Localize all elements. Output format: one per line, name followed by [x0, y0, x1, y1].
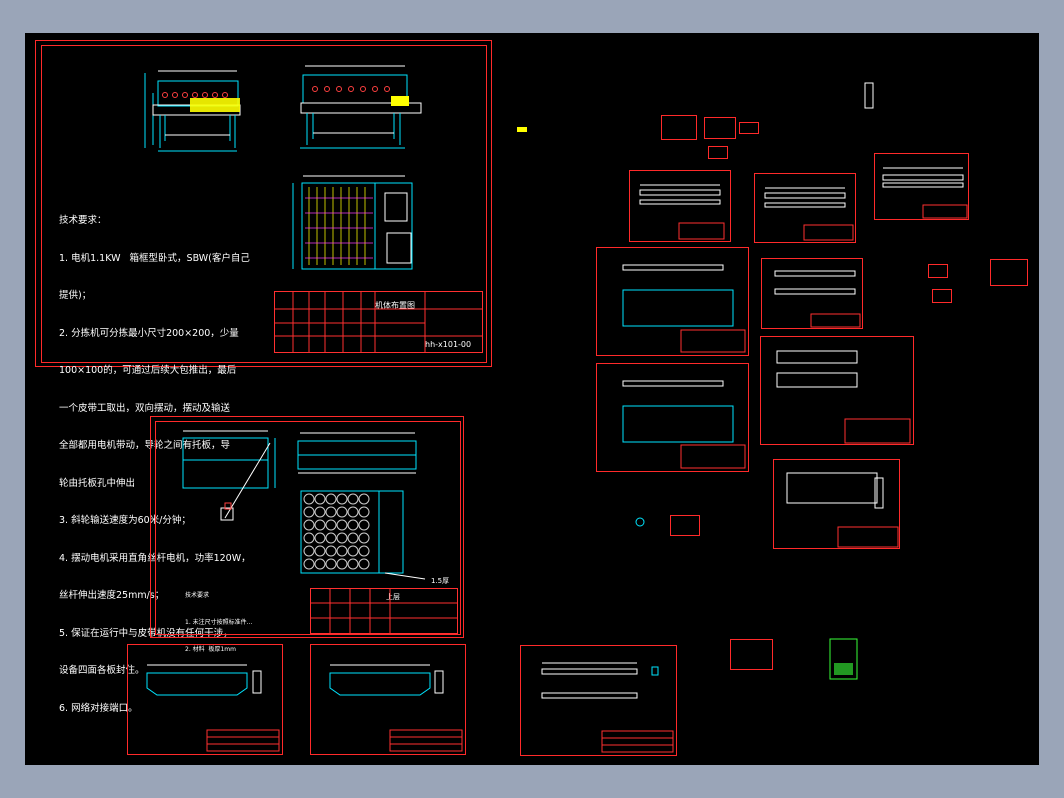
part-sheet-r4[interactable] [596, 247, 749, 356]
plan-view-rollers [308, 187, 366, 265]
detail-thumb-9[interactable] [730, 639, 773, 670]
green-detail [829, 638, 858, 680]
detail-thumb-6[interactable] [990, 259, 1028, 286]
part-sheet-r8[interactable] [773, 459, 900, 549]
title-block-name: 机体布置图 [375, 301, 415, 310]
bottom-part-1 [146, 664, 262, 696]
part-sheet-r2[interactable] [754, 173, 856, 243]
part-sheet-r7[interactable] [760, 336, 914, 445]
side-view [300, 65, 422, 149]
note-line: 1. 电机1.1KW 箱框型卧式，SBW(客户自己 [59, 252, 250, 264]
bottom-part-2 [329, 664, 444, 696]
front-view-motor [190, 98, 240, 112]
note-line: 全部都用电机带动，导轮之间有托板，导 [59, 440, 231, 451]
note-line: 一个皮带工取出，双向摆动，摆动及输送 [59, 402, 231, 414]
note-line: 设备四面各板封住。 [59, 665, 145, 676]
title-block-code: hh-x101-00 [425, 340, 472, 349]
detail-thumb-2[interactable] [704, 117, 736, 139]
detail-thumb-8[interactable] [670, 515, 700, 536]
note-line: 技术要求： [59, 215, 107, 226]
part-sheet-r1[interactable] [629, 170, 731, 242]
upper-callout: 1.5厚 [431, 577, 450, 585]
part-sheet-bottom-1[interactable] [127, 644, 283, 755]
detail-thumb-5[interactable] [928, 264, 948, 278]
upper-note-heading: 技术要求 [185, 592, 210, 599]
note-line: 5. 保证在运行中与皮带机没有任何干涉， [59, 627, 233, 639]
main-assembly-sheet[interactable] [35, 40, 492, 367]
upper-title-label: 上层 [386, 593, 400, 601]
note-line: 3. 斜轮输送速度为60米/分钟； [59, 515, 191, 526]
upper-note-line: 1. 未注尺寸按照标准件... [185, 619, 253, 626]
note-line: 6. 网络对接端口。 [59, 702, 138, 714]
upper-plan-holes [303, 493, 370, 570]
part-sheet-bottom-3[interactable] [520, 645, 677, 756]
plan-view [292, 175, 413, 270]
upper-plan-view [300, 490, 404, 574]
note-line: 提供)； [59, 290, 92, 301]
upper-title-block: 上层 [310, 588, 458, 634]
note-line: 丝杆伸出速度25mm/s； [59, 590, 165, 601]
detail-thumb-7[interactable] [932, 289, 952, 303]
side-view-motor [391, 96, 409, 106]
note-line: 100×100的，可通过后续大包推出，最后 [59, 365, 237, 376]
note-line: 轮由托板孔中伸出 [59, 477, 136, 489]
upper-front-view [182, 430, 276, 489]
detail-thumb-1[interactable] [661, 115, 697, 140]
upper-notes: 技术要求 1. 未注尺寸按照标准件... 2. 材料 板厚1mm [185, 573, 252, 672]
part-sheet-r5[interactable] [761, 258, 863, 329]
note-line: 2. 分拣机可分拣最小尺寸200×200，少量 [59, 327, 239, 339]
main-title-grid [274, 291, 483, 353]
right-title-blocks [678, 204, 968, 548]
part-sheet-bottom-2[interactable] [310, 644, 466, 755]
part-sheet-r6[interactable] [596, 363, 749, 472]
part-sheet-r3[interactable] [874, 153, 969, 220]
right-parts-linework [622, 82, 964, 509]
cad-model-space[interactable]: 技术要求： 1. 电机1.1KW 箱框型卧式，SBW(客户自己 提供)； 2. … [25, 33, 1039, 765]
note-line: 4. 摆动电机采用直角丝杆电机，功率120W， [59, 552, 251, 564]
technical-requirements: 技术要求： 1. 电机1.1KW 箱框型卧式，SBW(客户自己 提供)； 2. … [59, 190, 251, 740]
main-sheet-inner-border [41, 45, 487, 363]
front-view [144, 70, 241, 152]
upper-sheet-inner-border [155, 421, 461, 635]
upper-title-grid [310, 588, 458, 634]
main-title-block: 机体布置图 hh-x101-00 [274, 291, 483, 353]
detail-thumb-4[interactable] [708, 146, 728, 159]
upper-layer-sheet[interactable] [150, 416, 464, 638]
upper-side-view [297, 432, 417, 474]
detail-thumb-3[interactable] [739, 122, 759, 134]
bottom-part-3 [541, 662, 659, 699]
upper-note-line: 2. 材料 板厚1mm [185, 646, 236, 653]
drawing-linework [144, 65, 968, 753]
